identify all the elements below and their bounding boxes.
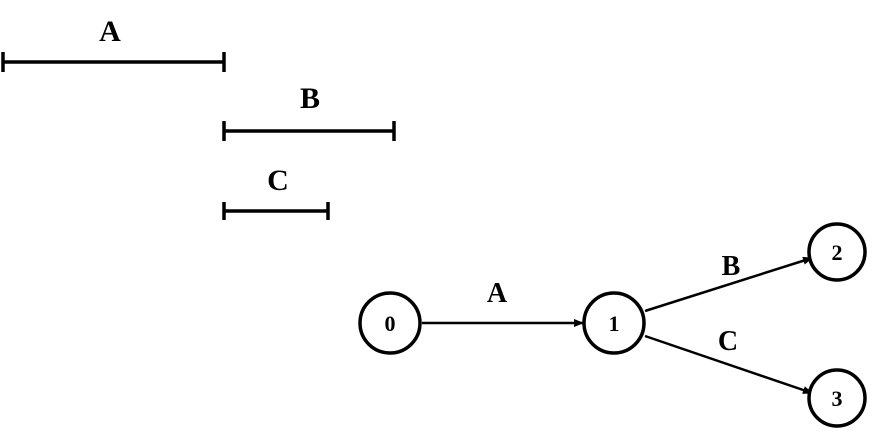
activity-bar-b-label: B [300,82,320,115]
edge-b: B [644,251,813,313]
node-3: 3 [807,368,867,428]
edge-c-label: C [718,326,738,357]
activity-bar-c-label: C [267,164,289,197]
edge-a: A [422,278,584,327]
edge-a-label: A [487,278,508,309]
node-0-label: 0 [385,311,396,336]
activity-bar-a: A [1,15,226,72]
activity-bar-c: C [222,164,330,220]
node-3-label: 3 [832,386,843,411]
node-1: 1 [582,291,646,355]
edge-c: C [644,326,813,395]
node-2: 2 [807,222,867,282]
node-1-label: 1 [609,311,620,336]
edge-b-label: B [722,251,741,282]
activity-bar-a-label: A [99,15,121,48]
node-2-label: 2 [832,240,843,265]
activity-bar-b: B [222,82,396,141]
node-0: 0 [358,291,422,355]
